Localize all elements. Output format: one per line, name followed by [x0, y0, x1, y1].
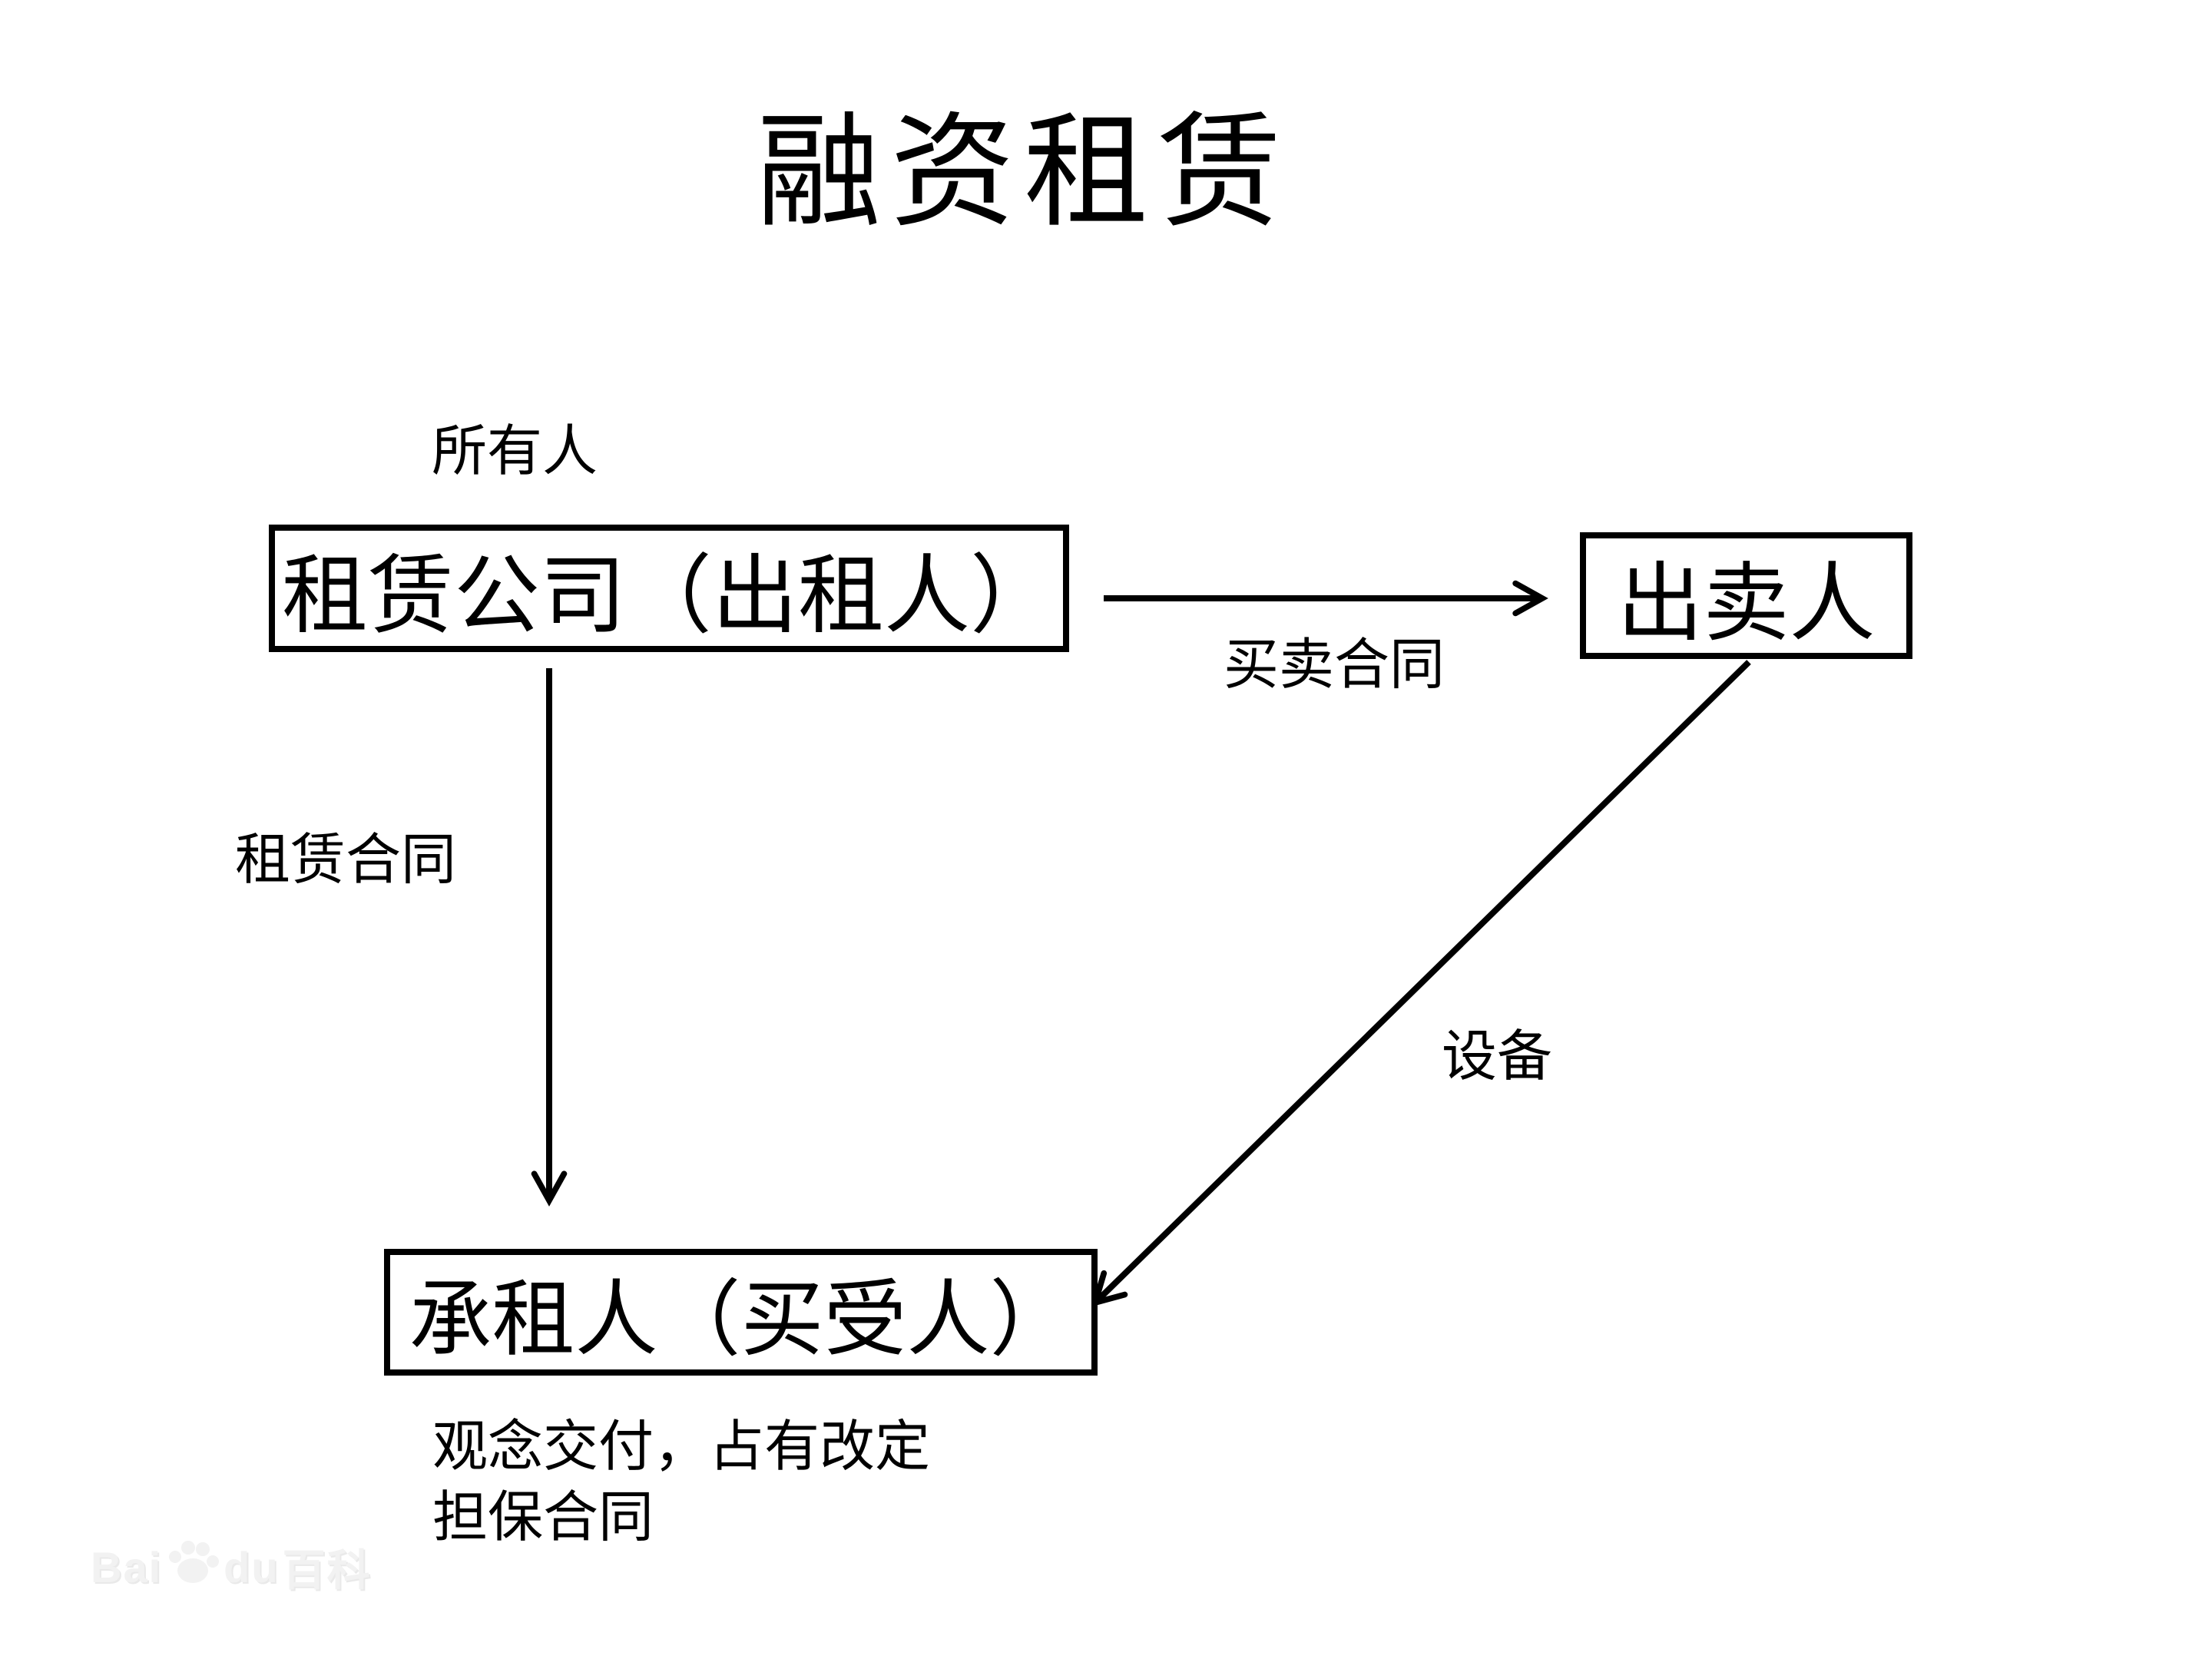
equipment-arrow: [1091, 660, 1751, 1307]
equipment-label: 设备: [1442, 1026, 1553, 1088]
lessee-node-label: 承租人（买受人）: [409, 1274, 1073, 1366]
sales-contract-label: 买卖合同: [1224, 634, 1445, 696]
delivery-note-line1: 观念交付，占有改定: [432, 1416, 931, 1478]
paw-icon: [165, 1538, 220, 1596]
lessor-node-label: 租赁公司（出租人）: [282, 549, 1056, 644]
lessee-node-box: 承租人（买受人）: [384, 1249, 1098, 1376]
delivery-note-line2: 担保合同: [432, 1487, 654, 1548]
seller-node-label: 出卖人: [1617, 556, 1876, 652]
baidu-baike-watermark: Bai du 百科: [91, 1536, 372, 1598]
page-title: 融资租赁: [757, 105, 1291, 243]
watermark-suffix-text: 百科: [282, 1546, 372, 1594]
delivery-note: 观念交付，占有改定 担保合同: [432, 1412, 930, 1553]
seller-node-box: 出卖人: [1580, 532, 1912, 659]
watermark-brand2-text: du: [224, 1543, 280, 1591]
watermark-brand-text: Bai: [91, 1543, 163, 1591]
lease-contract-label: 租赁合同: [235, 830, 457, 891]
owner-label: 所有人: [432, 421, 598, 482]
lessor-node-box: 租赁公司（出租人）: [269, 525, 1069, 652]
